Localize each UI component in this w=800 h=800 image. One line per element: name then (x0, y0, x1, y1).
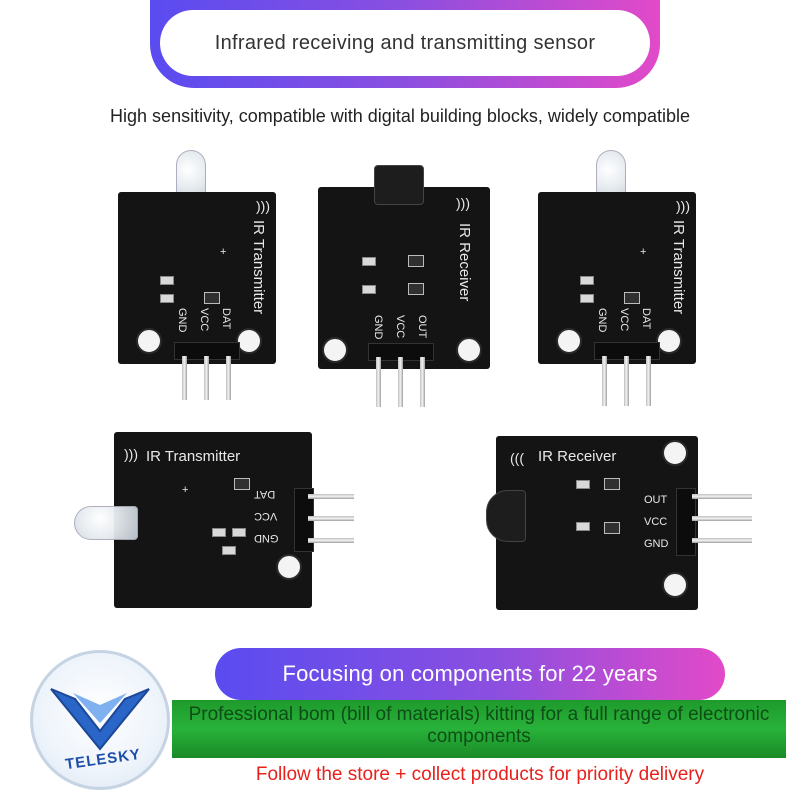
board-label: IR Receiver (538, 448, 617, 465)
ir-transmitter-board-1: ))) IR Transmitter + GND VCC DAT (118, 150, 278, 400)
logo-icon (50, 688, 150, 751)
board-label: IR Transmitter (146, 448, 241, 465)
board-label: IR Receiver (456, 223, 473, 302)
ir-receiver-board-2: ((( IR Receiver OUT VCC GND (486, 436, 756, 616)
bom-text: Professional bom (bill of materials) kit… (188, 704, 770, 747)
ir-receiver-board-1: ))) IR Receiver GND VCC OUT (318, 165, 494, 410)
bom-banner (172, 700, 786, 758)
signal-wave-icon: ((( (510, 450, 524, 466)
promo-banner: Focusing on components for 22 years (215, 648, 725, 700)
ir-receiver-icon (486, 490, 526, 542)
signal-wave-icon: ))) (676, 198, 690, 214)
ir-transmitter-board-3: ))) IR Transmitter + DAT VCC GND (68, 432, 358, 612)
signal-wave-icon: ))) (456, 195, 470, 211)
board-label: IR Transmitter (250, 220, 267, 315)
ir-transmitter-board-2: ))) IR Transmitter + GND VCC DAT (538, 150, 698, 410)
subtitle: High sensitivity, compatible with digita… (110, 106, 690, 126)
promo-years-text: Focusing on components for 22 years (282, 661, 658, 686)
signal-wave-icon: ))) (124, 446, 138, 462)
follow-store-text: Follow the store + collect products for … (255, 764, 705, 785)
ir-receiver-icon (374, 165, 424, 205)
board-label: IR Transmitter (670, 220, 687, 315)
signal-wave-icon: ))) (256, 198, 270, 214)
pcb (114, 432, 312, 608)
page-title: Infrared receiving and transmitting sens… (214, 31, 596, 54)
header-pill: Infrared receiving and transmitting sens… (160, 10, 650, 76)
led-icon (74, 506, 138, 540)
telesky-logo: TELESKY (30, 650, 170, 790)
